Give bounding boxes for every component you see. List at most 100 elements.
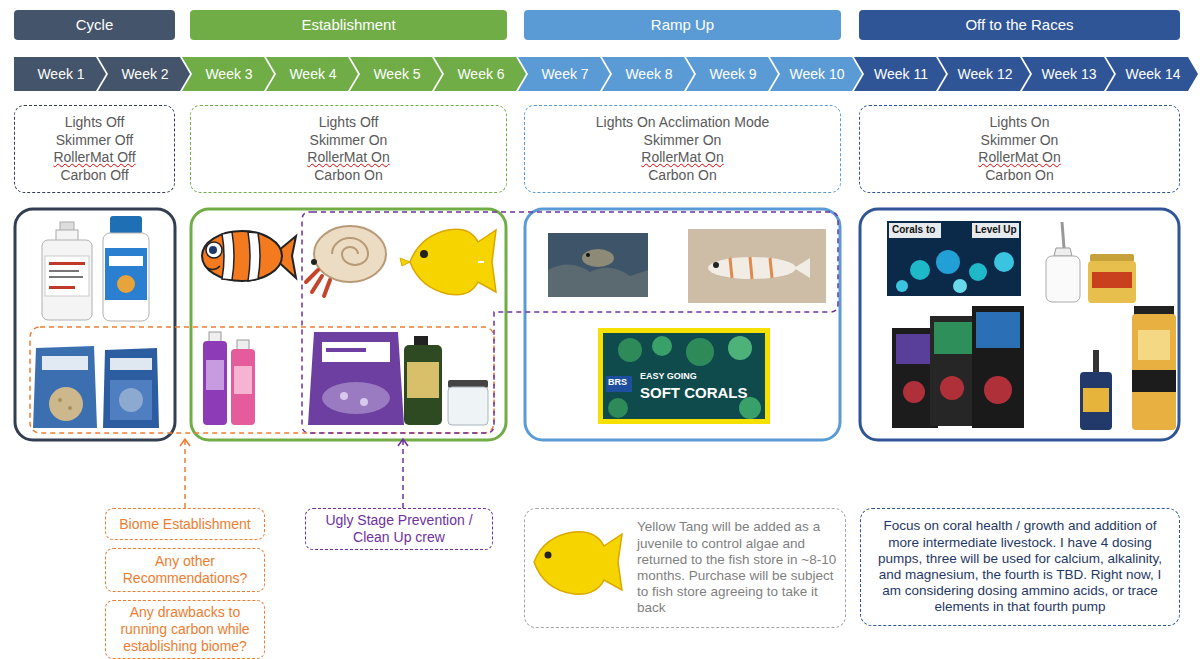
bacteria-jug bbox=[404, 345, 442, 425]
soft-coral-banner bbox=[598, 328, 770, 424]
amino-bottles bbox=[1132, 314, 1176, 430]
node-text: Focus on coral health / growth and addit… bbox=[869, 518, 1171, 615]
blenny-photo bbox=[586, 253, 590, 257]
red-sea-boxes bbox=[934, 322, 972, 354]
node-text: Week 8 bbox=[625, 66, 672, 82]
settings-box: Lights OnSkimmer OnRollerMat OnCarbon On bbox=[859, 105, 1180, 193]
sand-bag bbox=[58, 398, 62, 402]
life-source-bag bbox=[326, 348, 366, 352]
node-text: RollerMat On bbox=[641, 149, 723, 167]
coralline-bottles bbox=[237, 340, 249, 350]
note-tang bbox=[545, 552, 552, 559]
soft-coral-banner bbox=[598, 328, 770, 424]
week-chevron: Week 10 bbox=[770, 57, 862, 91]
hermit-crab bbox=[306, 226, 386, 296]
soft-coral-banner bbox=[686, 338, 714, 366]
coralline-bottles bbox=[234, 366, 252, 394]
soft-coral-banner bbox=[618, 338, 642, 362]
phase-header: Ramp Up bbox=[524, 10, 841, 40]
cleanup-region bbox=[302, 212, 838, 433]
week-chevron: Week 3 bbox=[182, 57, 274, 91]
sand-bag bbox=[110, 380, 152, 420]
chevron-shape bbox=[938, 57, 1030, 91]
node-text: Lights Off bbox=[319, 114, 379, 132]
coral-photo bbox=[972, 223, 1019, 238]
blenny-photo bbox=[582, 249, 614, 267]
red-sea-boxes bbox=[940, 376, 964, 400]
biome-region bbox=[184, 440, 186, 508]
node-text: Any drawbacks to running carbon while es… bbox=[112, 604, 258, 654]
chevron-shape bbox=[686, 57, 778, 91]
phase-container bbox=[525, 209, 840, 440]
amino-bottles bbox=[1093, 350, 1099, 372]
red-sea-boxes bbox=[984, 376, 1012, 404]
coralline-bottles bbox=[209, 332, 221, 342]
coral-photo bbox=[910, 260, 930, 280]
biome-region bbox=[30, 327, 494, 433]
chevron-shape bbox=[266, 57, 358, 91]
clownfish bbox=[202, 231, 296, 281]
node-text: Lights Off bbox=[65, 114, 125, 132]
yellow-tang bbox=[400, 229, 496, 295]
node-text: RollerMat On bbox=[307, 149, 389, 167]
node-text: Skimmer On bbox=[981, 132, 1059, 150]
chevron-shape bbox=[350, 57, 442, 91]
node-text: Week 9 bbox=[709, 66, 756, 82]
chevron-shape bbox=[770, 57, 862, 91]
bacteria-bottle bbox=[109, 256, 143, 266]
phase-header: Establishment bbox=[190, 10, 507, 40]
settings-box: Lights OffSkimmer OffRollerMat OffCarbon… bbox=[14, 105, 175, 193]
red-sea-boxes bbox=[930, 316, 976, 426]
soft-coral-banner bbox=[606, 376, 632, 392]
cleanup-arrow bbox=[398, 439, 408, 446]
blenny-photo bbox=[548, 264, 648, 297]
ammonium-bottle bbox=[45, 256, 89, 296]
biome-region bbox=[30, 327, 494, 508]
node-text: Carbon On bbox=[985, 167, 1053, 185]
sand-bag bbox=[49, 387, 83, 421]
blenny-photo bbox=[548, 233, 648, 297]
week-chevron: Week 4 bbox=[266, 57, 358, 91]
node-text: Week 3 bbox=[205, 66, 252, 82]
phase-container bbox=[15, 209, 1179, 440]
blenny-photo bbox=[548, 233, 648, 297]
soft-coral-banner bbox=[728, 336, 752, 360]
note-tang bbox=[534, 532, 622, 594]
banner-text: SOFT CORALS bbox=[640, 385, 748, 402]
dosing-bottle bbox=[1046, 222, 1136, 303]
life-source-bag bbox=[322, 342, 390, 362]
node-text: Carbon Off bbox=[60, 167, 128, 185]
chevron-shape bbox=[434, 57, 526, 91]
clownfish bbox=[206, 242, 222, 258]
ammonium-bottle bbox=[49, 270, 79, 272]
node-text: Yellow Tang will be added as a juvenile … bbox=[637, 519, 839, 616]
coralline-bottles bbox=[231, 349, 255, 425]
ammonium-bottle bbox=[49, 276, 83, 278]
coral-photo bbox=[887, 221, 1021, 296]
coral-photo bbox=[994, 252, 1014, 272]
amino-bottles bbox=[1080, 306, 1176, 430]
week-chevron: Week 14 bbox=[1106, 57, 1198, 91]
bacteria-jug bbox=[448, 387, 488, 425]
chevron-shape bbox=[602, 57, 694, 91]
cleanup-arrow bbox=[398, 439, 408, 446]
node-text: Lights On Acclimation Mode bbox=[596, 114, 770, 132]
chevron-shape bbox=[854, 57, 946, 91]
node-text: Lights On bbox=[990, 114, 1050, 132]
node-text: Establishment bbox=[301, 16, 395, 33]
red-sea-boxes bbox=[972, 306, 1024, 428]
node-text: Week 11 bbox=[874, 66, 928, 82]
dosing-bottle bbox=[1062, 222, 1064, 248]
banner-text: EASY GOING bbox=[640, 372, 697, 382]
red-sea-boxes bbox=[892, 306, 1024, 428]
node-text: Week 5 bbox=[373, 66, 420, 82]
amino-bottles bbox=[1083, 388, 1109, 412]
week-chevron: Week 6 bbox=[434, 57, 526, 91]
cleanup-region bbox=[402, 440, 404, 508]
clownfish bbox=[209, 246, 217, 254]
note-tang bbox=[534, 532, 622, 594]
node-text: Carbon On bbox=[314, 167, 382, 185]
coral-photo bbox=[953, 279, 967, 293]
bacteria-bottle bbox=[110, 216, 142, 234]
ammonium-bottle bbox=[49, 286, 75, 289]
